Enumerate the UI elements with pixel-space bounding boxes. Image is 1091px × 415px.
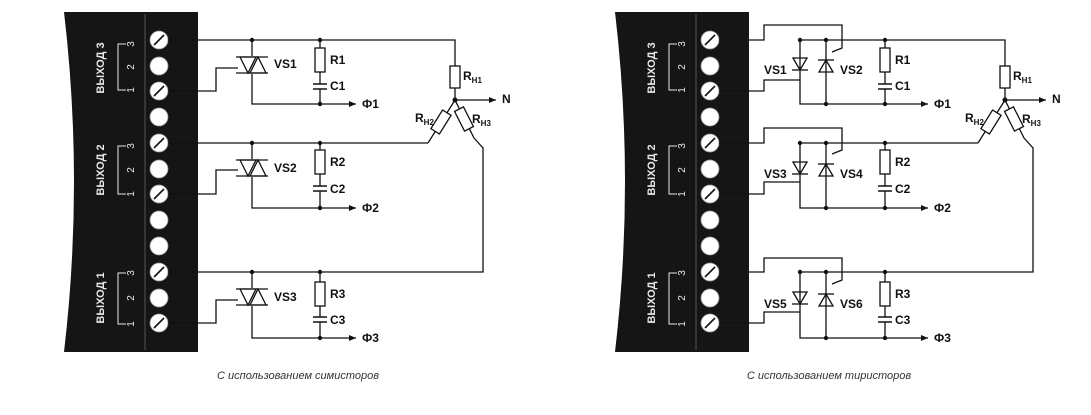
phase-label-2: Ф2 — [362, 201, 379, 215]
triac-diagram: ВЫХОД 3 ВЫХОД 2 ВЫХОД 1 3 2 1 3 2 1 3 2 … — [64, 12, 511, 352]
pin-number: 2 — [677, 64, 688, 70]
channel-3 — [719, 137, 1034, 339]
thyristor-pair — [791, 291, 835, 307]
thyristor-pair — [791, 161, 835, 177]
device-label-vs3: VS3 — [764, 167, 787, 181]
capacitor-label-c2: C2 — [330, 182, 346, 196]
thyristor-diagram: ВЫХОД 3 ВЫХОД 2 ВЫХОД 1 3 2 1 3 2 1 3 2 … — [615, 12, 1061, 352]
pin-number: 2 — [126, 167, 137, 173]
pin-number: 2 — [126, 64, 137, 70]
pin-number: 3 — [126, 41, 137, 47]
resistor-label-r3: R3 — [330, 287, 346, 301]
device-label-vs1: VS1 — [274, 57, 297, 71]
load-star: RН1 RН2 RН3 N — [965, 65, 1061, 144]
channel-1 — [168, 39, 496, 105]
pin-number: 1 — [677, 191, 688, 197]
resistor-label-r2: R2 — [330, 155, 346, 169]
phase-label-2: Ф2 — [934, 201, 951, 215]
output-3-label: ВЫХОД 3 — [646, 42, 658, 93]
device-label-vs2: VS2 — [274, 161, 297, 175]
capacitor-label-c3: C3 — [330, 313, 346, 327]
pin-number: 2 — [677, 167, 688, 173]
channel-3 — [168, 137, 484, 339]
pin-number: 1 — [677, 87, 688, 93]
resistor-label-r3: R3 — [895, 287, 911, 301]
output-1-label: ВЫХОД 1 — [95, 272, 107, 323]
pin-number: 1 — [126, 321, 137, 327]
load-label-rn1: RН1 — [463, 69, 482, 85]
pin-number: 1 — [677, 321, 688, 327]
pin-number: 3 — [677, 270, 688, 276]
thyristor-pair — [791, 57, 835, 73]
phase-label-3: Ф3 — [934, 331, 951, 345]
device-label-vs6: VS6 — [840, 297, 863, 311]
output-2-label: ВЫХОД 2 — [646, 144, 658, 195]
output-1-label: ВЫХОД 1 — [646, 272, 658, 323]
device-label-vs3: VS3 — [274, 290, 297, 304]
caption-right: С использованием тиристоров — [746, 370, 912, 382]
phase-label-3: Ф3 — [362, 331, 379, 345]
resistor-label-r1: R1 — [895, 53, 911, 67]
caption-left: С использованием симисторов — [217, 370, 379, 382]
device-label-vs4: VS4 — [840, 167, 863, 181]
pin-number: 2 — [677, 295, 688, 301]
capacitor-label-c1: C1 — [895, 79, 911, 93]
pin-number: 3 — [126, 270, 137, 276]
capacitor-label-c1: C1 — [330, 79, 346, 93]
pin-number: 3 — [126, 143, 137, 149]
load-label-rn3: RН3 — [472, 112, 491, 128]
phase-label-1: Ф1 — [362, 97, 379, 111]
load-label-rn3: RН3 — [1022, 112, 1041, 128]
triac-symbol — [236, 158, 268, 178]
load-label-rn2: RН2 — [415, 111, 434, 127]
device-label-vs2: VS2 — [840, 63, 863, 77]
capacitor-label-c2: C2 — [895, 182, 911, 196]
load-label-rn1: RН1 — [1013, 69, 1032, 85]
device-label-vs5: VS5 — [764, 297, 787, 311]
channel-2 — [168, 142, 428, 209]
resistor-label-r2: R2 — [895, 155, 911, 169]
triac-symbol — [236, 55, 268, 75]
pin-number: 3 — [677, 41, 688, 47]
triac-symbol — [236, 287, 268, 307]
pin-number: 3 — [677, 143, 688, 149]
phase-label-1: Ф1 — [934, 97, 951, 111]
pin-number: 1 — [126, 87, 137, 93]
output-2-label: ВЫХОД 2 — [95, 144, 107, 195]
pin-number: 1 — [126, 191, 137, 197]
neutral-label: N — [502, 92, 511, 106]
device-label-vs1: VS1 — [764, 63, 787, 77]
pin-number: 2 — [126, 295, 137, 301]
channel-2 — [719, 127, 978, 209]
resistor-label-r1: R1 — [330, 53, 346, 67]
neutral-label: N — [1052, 92, 1061, 106]
output-3-label: ВЫХОД 3 — [95, 42, 107, 93]
load-star: RН1 RН2 RН3 N — [415, 65, 511, 144]
load-label-rn2: RН2 — [965, 111, 984, 127]
capacitor-label-c3: C3 — [895, 313, 911, 327]
